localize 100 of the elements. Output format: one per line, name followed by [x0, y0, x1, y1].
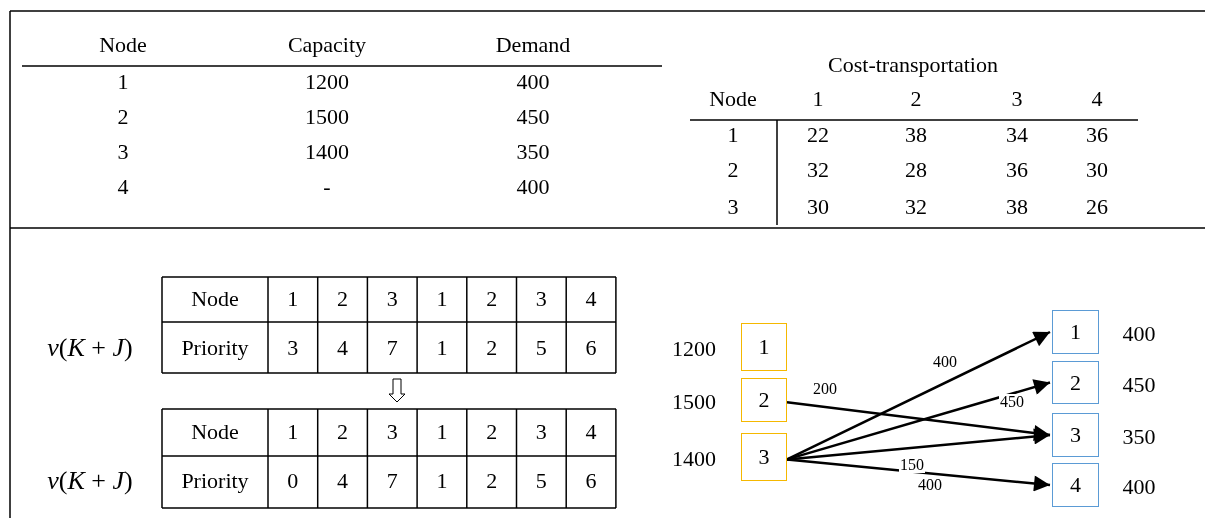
demand-node-box: [1052, 413, 1099, 457]
table-value: 4: [117, 176, 129, 198]
table-value: 1: [287, 421, 299, 443]
table-value: 36: [1086, 124, 1108, 146]
table-value: 400: [516, 176, 550, 198]
table-value: 6: [585, 337, 597, 359]
table-header: Node: [99, 34, 147, 56]
table-value: 28: [905, 159, 927, 181]
table-value: 3: [117, 141, 129, 163]
demand-value: 400: [1122, 476, 1156, 498]
table-header: Node: [191, 288, 239, 310]
table-value: 2: [486, 288, 498, 310]
table-value: 34: [1006, 124, 1028, 146]
table-value: 3: [386, 288, 398, 310]
node-label: 1: [1070, 319, 1081, 345]
table-header: 2: [910, 88, 922, 110]
table-value: 400: [516, 71, 550, 93]
table-header: 3: [1011, 88, 1023, 110]
table-header: Priority: [181, 337, 249, 359]
table-value: 5: [535, 337, 547, 359]
supply-node-box: [741, 433, 787, 481]
table-value: 4: [337, 470, 349, 492]
arrow: [786, 379, 1051, 461]
demand-value: 350: [1122, 426, 1156, 448]
table-header: Capacity: [287, 34, 367, 56]
formula-label: v(K + J): [47, 335, 133, 361]
table-value: 7: [386, 470, 398, 492]
table-value: 4: [585, 288, 597, 310]
demand-value: 400: [1122, 323, 1156, 345]
table-value: 4: [585, 421, 597, 443]
table-value: 3: [287, 337, 299, 359]
arrow: [786, 330, 1051, 461]
table-value: 2: [486, 470, 498, 492]
table-value: 4: [337, 337, 349, 359]
table-header: 1: [812, 88, 824, 110]
supply-node-box: [741, 323, 787, 371]
table-value: 1: [287, 288, 299, 310]
table-value: 38: [1006, 196, 1028, 218]
table-value: 1500: [305, 106, 349, 128]
table-value: 2: [117, 106, 129, 128]
table-value: 7: [386, 337, 398, 359]
node-label: 3: [1070, 422, 1081, 448]
table-value: 1: [436, 288, 448, 310]
table-value: 38: [905, 124, 927, 146]
capacity-value: 1500: [672, 391, 716, 413]
table-value: 1: [436, 470, 448, 492]
table-value: 1: [436, 337, 448, 359]
table-value: 450: [516, 106, 550, 128]
table-value: 3: [535, 288, 547, 310]
arrow: [786, 458, 1051, 492]
arrow: [786, 400, 1051, 441]
node-label: 2: [1070, 369, 1081, 396]
table-header: Node: [709, 88, 757, 110]
table-value: 5: [535, 470, 547, 492]
table-header: 4: [1091, 88, 1103, 110]
table-value: 2: [337, 421, 349, 443]
table-value: 26: [1086, 196, 1108, 218]
table-value: 36: [1006, 159, 1028, 181]
node-label: 2: [758, 387, 770, 413]
edge-label: 400: [932, 354, 958, 370]
table-value: 1: [117, 71, 129, 93]
table-value: 2: [337, 288, 349, 310]
table-value: 3: [535, 421, 547, 443]
edge-label: 150: [899, 457, 925, 473]
demand-node-box: [1052, 361, 1099, 404]
node-label: 3: [758, 444, 770, 470]
table-value: 350: [516, 141, 550, 163]
formula-label: v(K + J): [47, 468, 133, 494]
capacity-value: 1200: [672, 338, 716, 360]
table-value: 6: [585, 470, 597, 492]
table-value: 32: [807, 159, 829, 181]
table-value: 1200: [305, 71, 349, 93]
table-value: 30: [1086, 159, 1108, 181]
table-header: Priority: [181, 470, 249, 492]
edge-label: 400: [917, 477, 943, 493]
node-label: 1: [758, 334, 770, 360]
table-header: Demand: [495, 34, 571, 56]
table-value: 22: [807, 124, 829, 146]
table-value: 3: [386, 421, 398, 443]
table-value: 32: [905, 196, 927, 218]
edge-label: 450: [999, 394, 1025, 410]
table-title: Cost-transportation: [828, 54, 998, 76]
demand-value: 450: [1122, 373, 1156, 396]
table-value: 2: [486, 337, 498, 359]
demand-node-box: [1052, 310, 1099, 354]
table-value: 0: [287, 470, 299, 492]
capacity-value: 1400: [672, 448, 716, 470]
table-header: 3: [727, 196, 739, 218]
table-value: 30: [807, 196, 829, 218]
table-header: 2: [727, 159, 739, 181]
table-header: Node: [191, 421, 239, 443]
supply-node-box: [741, 378, 787, 422]
table-value: -: [323, 176, 331, 198]
edge-label: 200: [812, 381, 838, 397]
node-label: 4: [1070, 472, 1081, 498]
table-value: 1400: [305, 141, 349, 163]
table-value: 1: [436, 421, 448, 443]
demand-node-box: [1052, 463, 1099, 507]
table-header: 1: [727, 124, 739, 146]
table-value: 2: [486, 421, 498, 443]
